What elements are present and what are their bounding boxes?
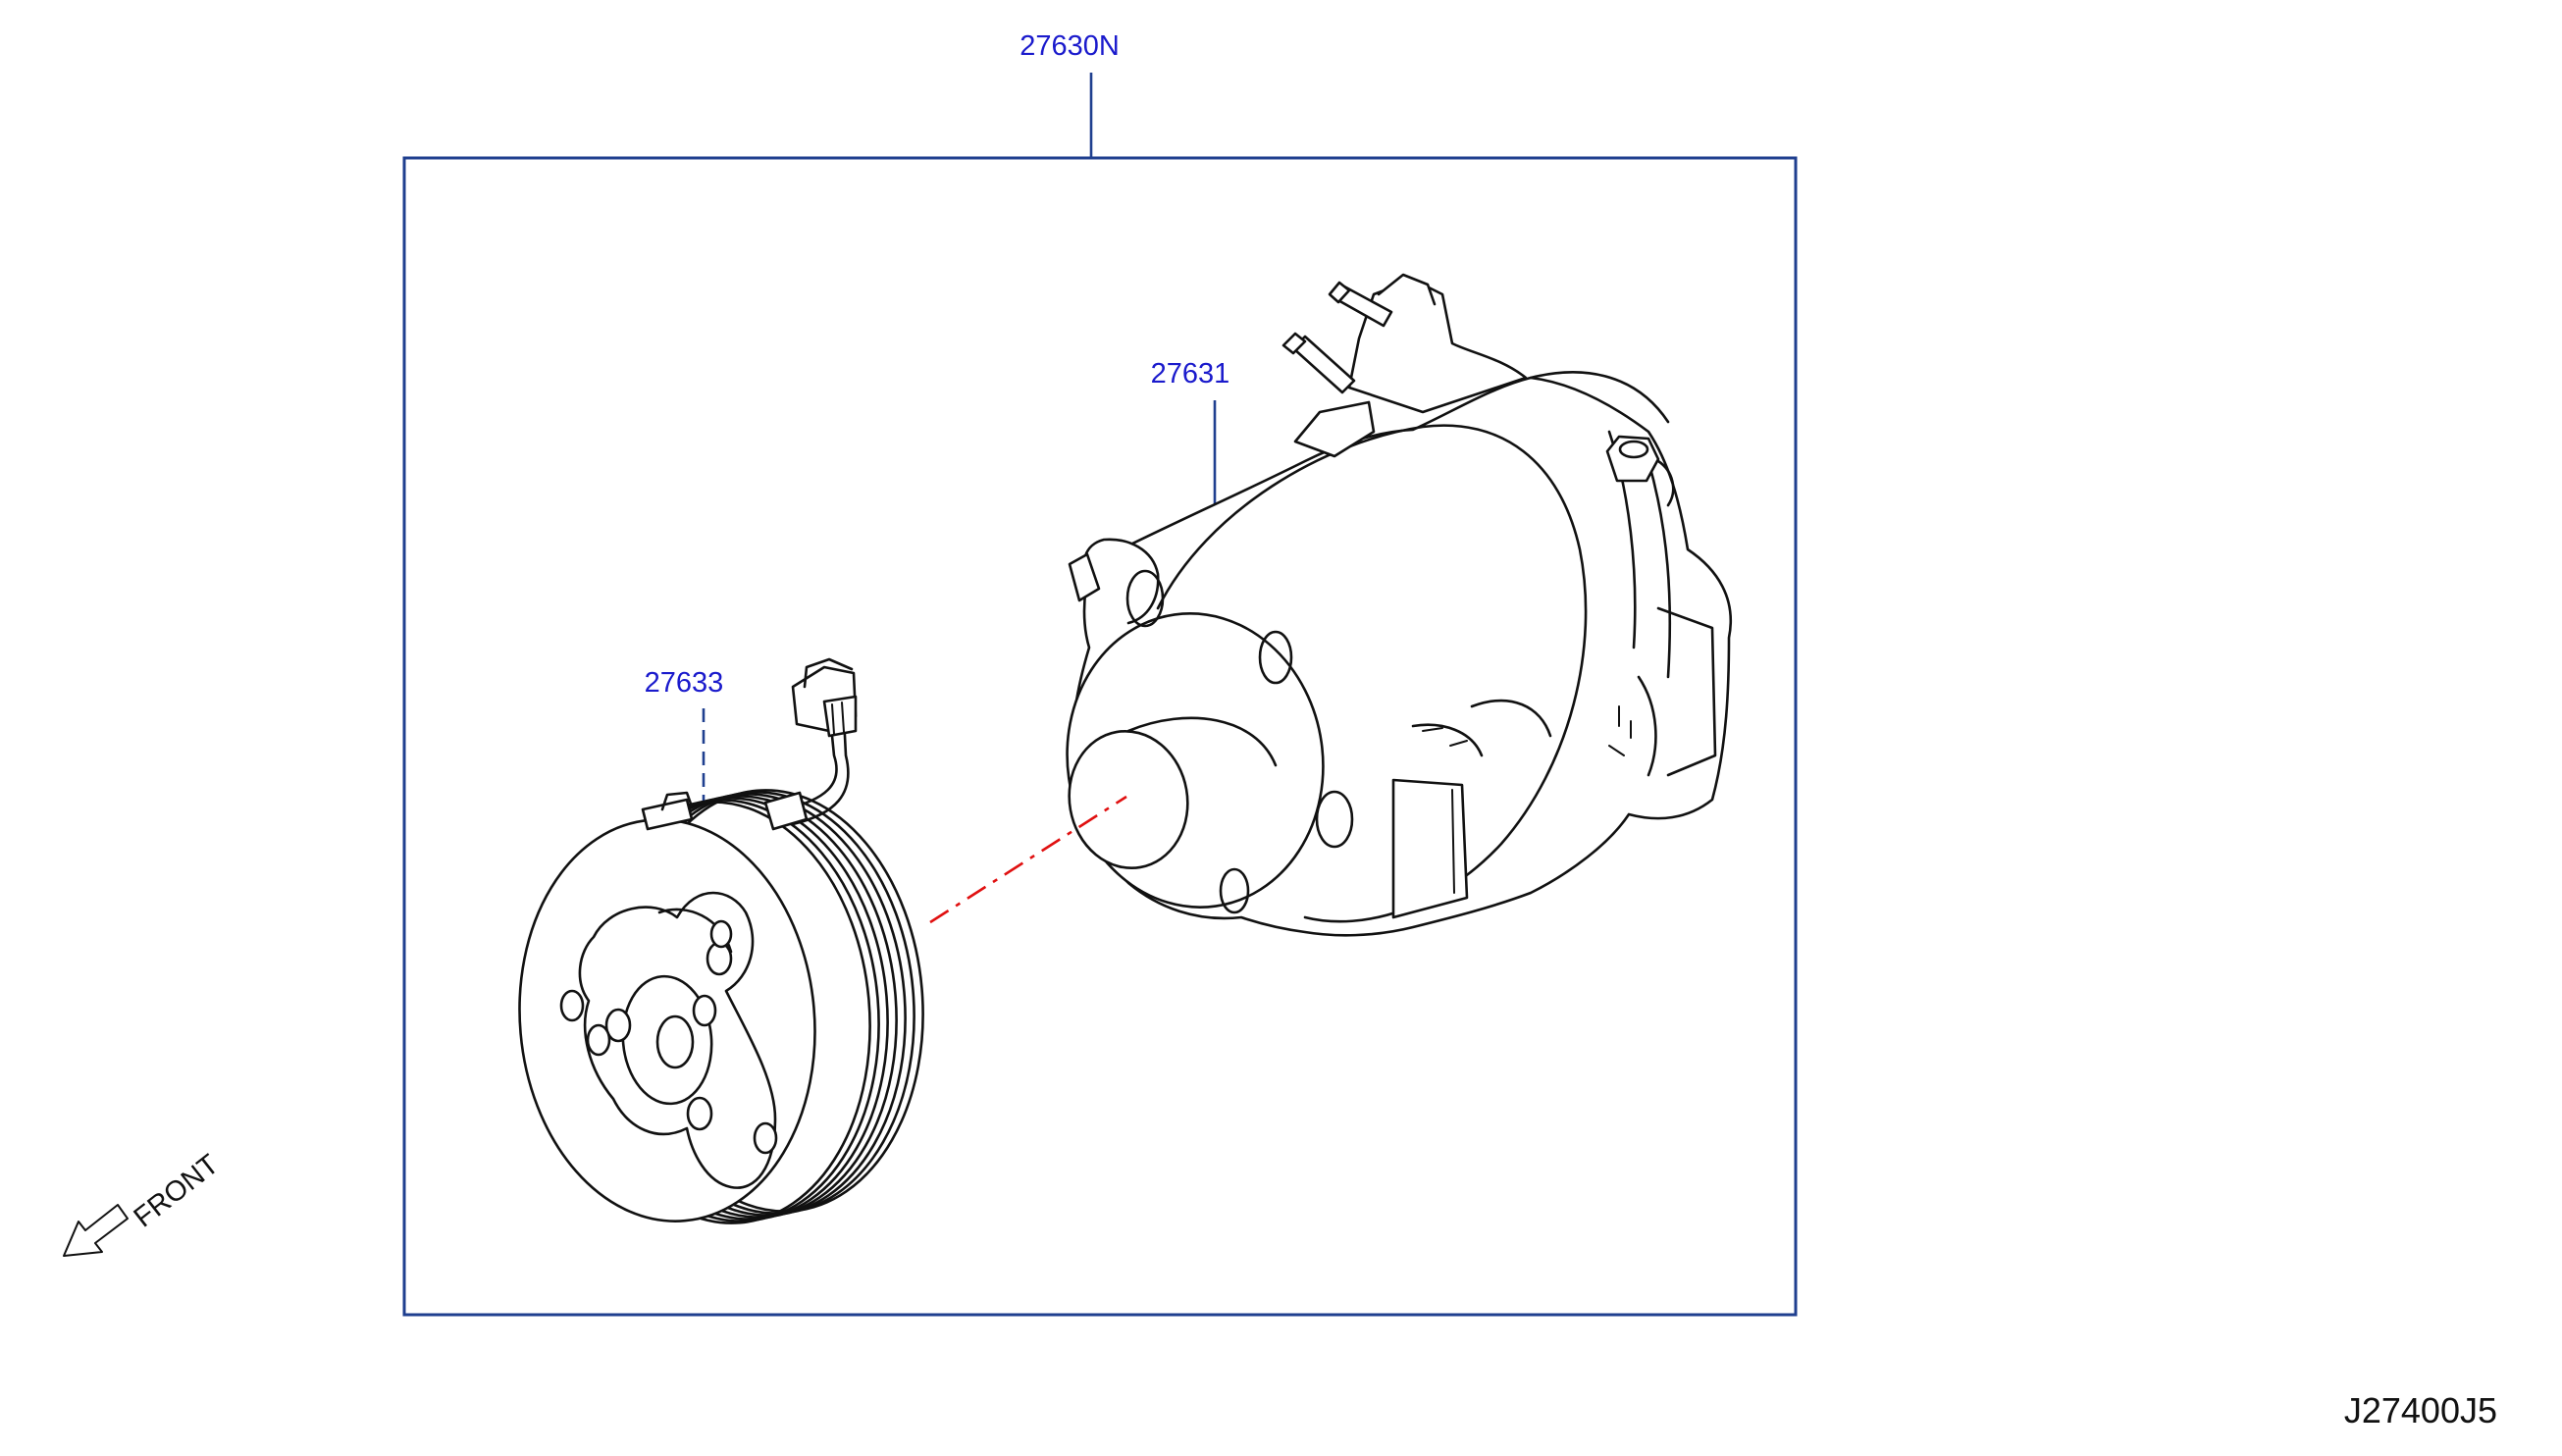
assembly-frame (402, 73, 1798, 1317)
callout-clutch-27633[interactable]: 27633 (645, 667, 724, 699)
callout-compressor-27631[interactable]: 27631 (1151, 358, 1230, 390)
front-label: FRONT (129, 1149, 226, 1234)
front-arrow-icon (63, 1204, 129, 1257)
clutch-pulley-illustration (518, 657, 924, 1224)
diagram-code: J27400J5 (2344, 1390, 2497, 1430)
compressor-illustration (1066, 273, 1732, 937)
center-axis-line (929, 795, 1127, 924)
front-orientation-indicator: FRONT (63, 1149, 226, 1257)
callout-assembly-27630n[interactable]: 27630N (1020, 30, 1120, 62)
